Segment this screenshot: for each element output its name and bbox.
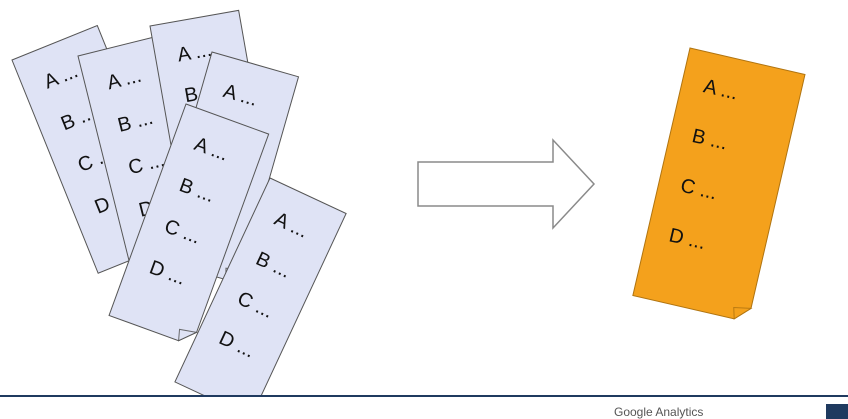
source-page: A ...B ...C ...D ... [174, 177, 347, 395]
source-page: A ...B ...C ...D ... [108, 103, 270, 342]
merge-diagram: A ...B ...C ...D ...A ...B ...C ...D ...… [11, 9, 806, 395]
footer-divider [0, 395, 848, 397]
source-pages-stack: A ...B ...C ...D ...A ...B ...C ...D ...… [11, 9, 347, 395]
page-sheet [174, 177, 347, 395]
result-page: A ...B ...C ...D ... [632, 47, 806, 320]
page-fold-corner [733, 306, 753, 320]
footer-logo [826, 404, 848, 419]
page-fold-corner [178, 328, 199, 342]
result-page-sheet: A ...B ...C ...D ... [632, 47, 806, 320]
merge-arrow [417, 138, 596, 230]
footer-text: Google Analytics [614, 405, 704, 419]
